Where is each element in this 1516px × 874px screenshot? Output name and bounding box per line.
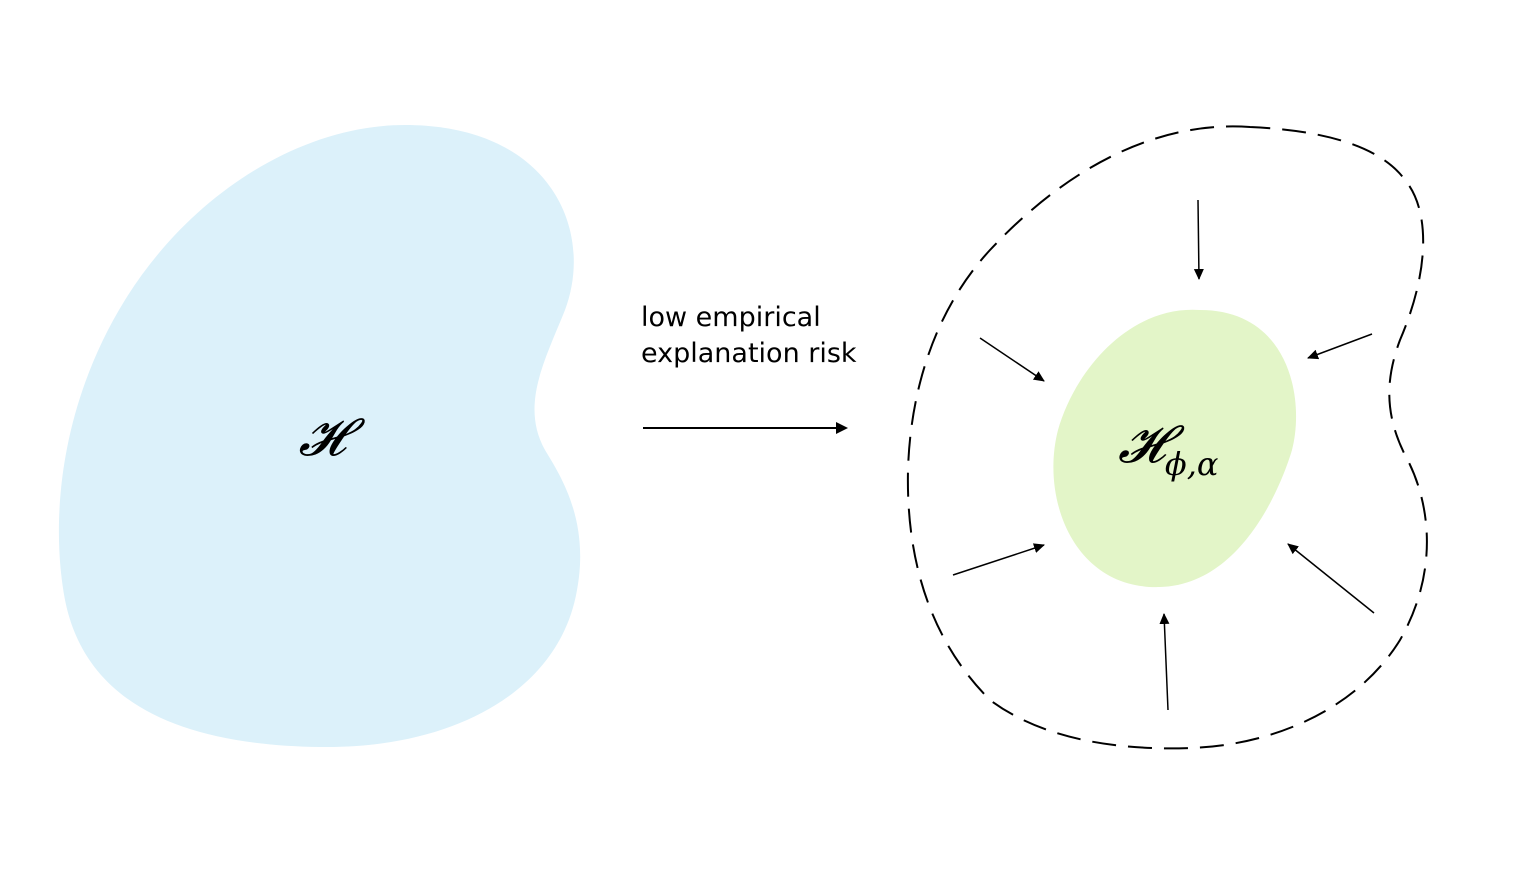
converging-arrows <box>952 199 1375 711</box>
original-space-dashed-outline <box>906 125 1428 750</box>
arrow-from-top <box>1193 199 1204 280</box>
arrow-from-top-right <box>1307 333 1373 360</box>
restricted-set-blob <box>1053 309 1297 588</box>
transition-label-line1: low empirical <box>641 302 821 333</box>
arrow-from-bottom <box>1159 613 1170 711</box>
transition-label-line2: explanation risk <box>641 338 857 369</box>
arrow-from-bottom-left <box>952 543 1045 576</box>
arrow-from-top-left <box>979 337 1045 382</box>
arrow-from-bottom-right <box>1287 543 1375 614</box>
hypothesis-space-blob <box>58 125 581 748</box>
